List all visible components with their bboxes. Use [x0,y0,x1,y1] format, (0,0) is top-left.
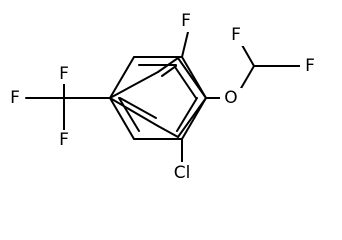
atom-f-cf3-top: F [59,64,69,84]
bond-to-f-top [181,31,189,58]
double-bond-inner-1 [119,97,157,119]
ring-top-right [181,56,207,99]
atom-cl: Cl [174,163,191,183]
double-bond-inner-2 [174,66,197,99]
ring-bottom-left [109,97,135,140]
atom-f-cf3-bottom: F [59,130,69,150]
ring-bottom-right [181,97,207,140]
atom-f-cf3-left: F [10,88,20,108]
atom-f-chf2-2: F [305,56,315,76]
substituent-bonds [25,31,301,163]
molecule-drawing: F O F F Cl F F F [6,10,320,184]
ring-double-left [118,97,140,132]
bond-o-ch [239,65,255,91]
atom-o: O [224,88,237,108]
ring-outline [109,56,207,140]
bond-c1-c2 [109,71,159,99]
bond-c2-c3 [109,97,159,127]
bond-c3-c4 [157,125,179,138]
atom-labels: F O F F Cl F F F [6,10,320,184]
ring-top-left [109,56,135,99]
atom-f-chf2-1: F [231,25,241,45]
benzene-ring [109,57,207,138]
double-bond-inner-3 [161,65,177,77]
ring-double-right [176,97,198,132]
atom-f-top: F [181,11,191,31]
structure-diagram: F O F F Cl F F F [6,10,320,184]
